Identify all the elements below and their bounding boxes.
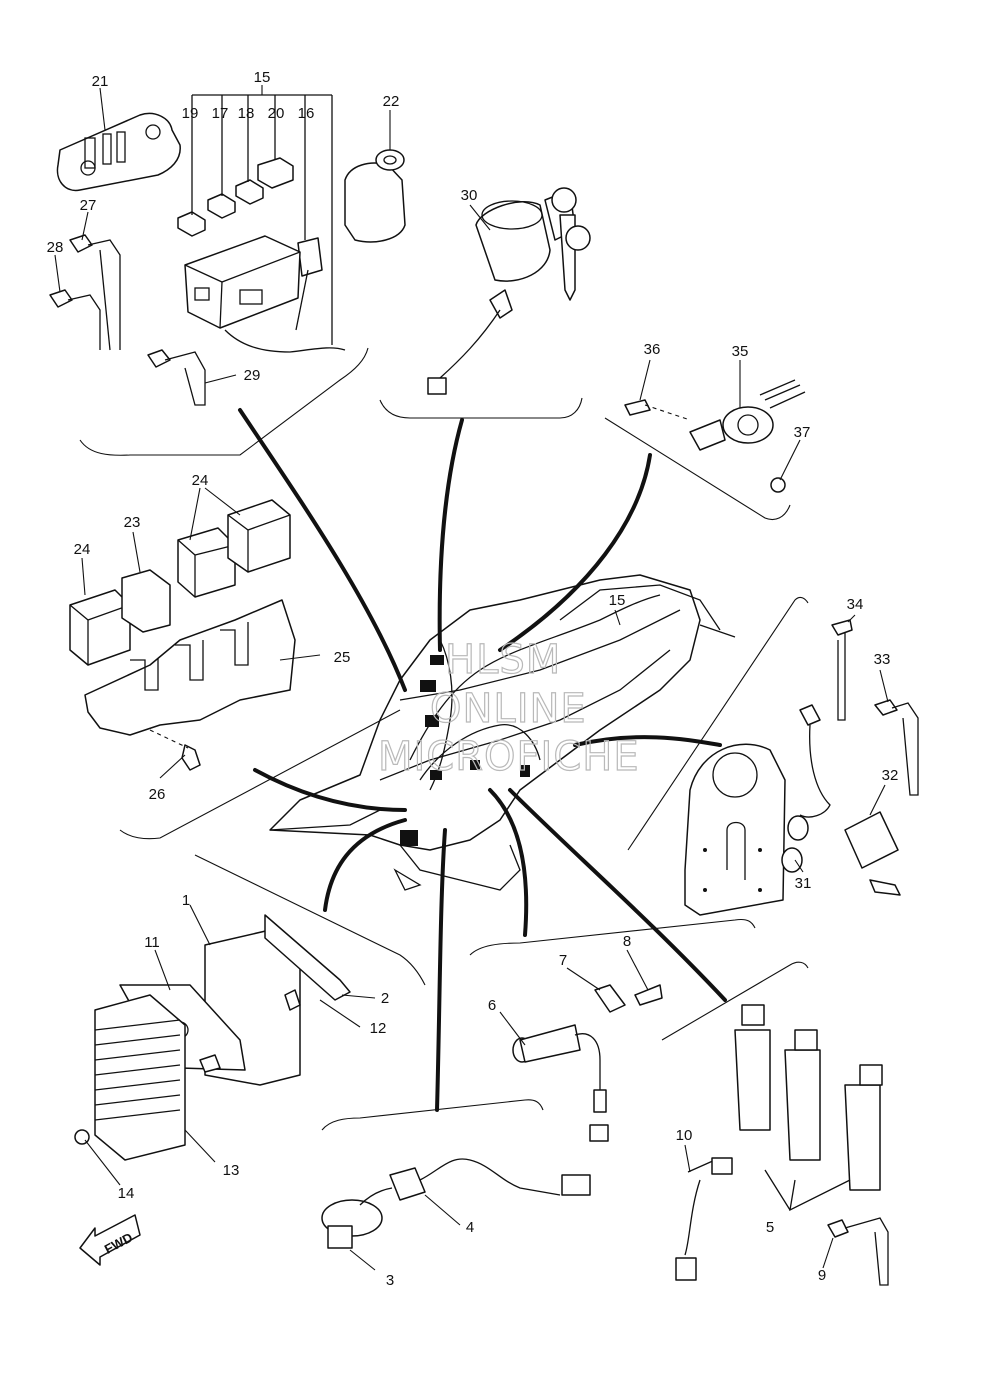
label-1: 1 — [182, 892, 190, 909]
fwd-arrow: FWD — [79, 1214, 141, 1266]
label-19: 19 — [182, 105, 199, 122]
part-labels: 21 15 19 17 18 20 16 22 27 30 28 29 36 3… — [47, 69, 899, 1289]
label-25: 25 — [334, 649, 351, 666]
switch-lead-group — [321, 1158, 591, 1249]
label-16: 16 — [298, 105, 315, 122]
callout-lines — [238, 408, 727, 1112]
label-10: 10 — [676, 1127, 693, 1144]
label-24-left: 24 — [74, 541, 91, 558]
label-17: 17 — [212, 105, 229, 122]
label-36: 36 — [644, 341, 661, 358]
label-26: 26 — [149, 786, 166, 803]
label-24-top: 24 — [192, 472, 209, 489]
label-13: 13 — [223, 1162, 240, 1179]
label-14: 14 — [118, 1185, 135, 1202]
label-7: 7 — [559, 952, 567, 969]
label-37: 37 — [794, 424, 811, 441]
watermark-line3: MICROFICHE — [378, 734, 640, 780]
label-29: 29 — [244, 367, 261, 384]
label-15-harness: 15 — [609, 592, 626, 609]
label-22: 22 — [383, 93, 400, 110]
key-switch-30 — [427, 187, 591, 395]
cdi-regulator-group — [74, 914, 351, 1161]
label-35: 35 — [732, 343, 749, 360]
leader-lines — [54, 85, 889, 1271]
label-3: 3 — [386, 1272, 394, 1289]
label-4: 4 — [466, 1219, 474, 1236]
watermark-line1: HLSM — [445, 637, 561, 683]
label-30: 30 — [461, 187, 478, 204]
canister-22 — [344, 149, 406, 243]
label-12: 12 — [370, 1020, 387, 1037]
label-27: 27 — [80, 197, 97, 214]
label-23: 23 — [124, 514, 141, 531]
label-32: 32 — [882, 767, 899, 784]
label-8: 8 — [623, 933, 631, 950]
label-6: 6 — [488, 997, 496, 1014]
label-34: 34 — [847, 596, 864, 613]
label-28: 28 — [47, 239, 64, 256]
label-31: 31 — [795, 875, 812, 892]
relay-bracket-group — [69, 499, 296, 771]
label-20: 20 — [268, 105, 285, 122]
temp-sensors-group — [675, 1004, 889, 1286]
watermark: HLSM ONLINE MICROFICHE — [377, 636, 640, 780]
label-11: 11 — [144, 934, 160, 951]
label-9: 9 — [818, 1267, 826, 1284]
panel-outlines — [79, 347, 809, 1131]
label-21: 21 — [92, 73, 109, 90]
label-2: 2 — [381, 990, 389, 1007]
sensor-35-group — [624, 379, 806, 493]
watermark-line2: ONLINE — [430, 686, 587, 732]
central-harness-assembly — [269, 574, 736, 891]
speed-sensor-group — [512, 984, 663, 1142]
label-18: 18 — [238, 105, 255, 122]
fuse-box-group — [49, 94, 346, 406]
label-33: 33 — [874, 651, 891, 668]
label-5: 5 — [766, 1219, 774, 1236]
label-15: 15 — [254, 69, 271, 86]
right-bracket-group — [684, 619, 919, 916]
